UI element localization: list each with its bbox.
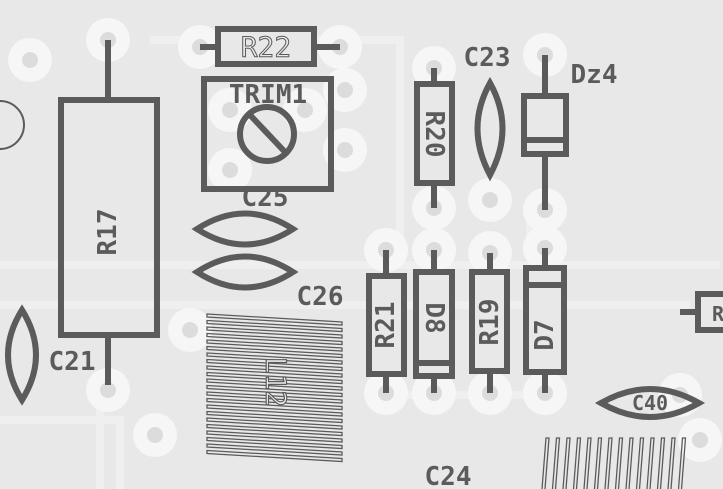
- diode-dz4[interactable]: Dz4: [521, 55, 618, 210]
- coil-winding: [206, 436, 343, 450]
- c21-label: C21: [49, 347, 96, 377]
- d7-label: D7: [530, 319, 560, 350]
- capacitor-c40[interactable]: C40: [594, 386, 706, 420]
- c24-label: C24: [425, 462, 472, 489]
- coil-winding: [206, 365, 343, 378]
- pad-hole: [337, 142, 353, 158]
- coil-winding: [206, 391, 343, 404]
- coil-winding: [562, 437, 571, 489]
- dz4-label: Dz4: [571, 60, 618, 90]
- coil-winding: [206, 345, 343, 359]
- coil-winding: [551, 437, 561, 489]
- coil-winding: [206, 410, 343, 424]
- d8-label: D8: [419, 302, 449, 333]
- coil-winding: [206, 417, 343, 430]
- r21-label: R21: [371, 302, 401, 349]
- coil-winding: [206, 449, 343, 463]
- resistor-r17[interactable]: R17: [58, 40, 160, 385]
- resistor-r22[interactable]: R22: [200, 26, 340, 67]
- c26-label: C26: [297, 282, 344, 312]
- capacitor-c21[interactable]: C21: [5, 304, 96, 406]
- pad-hole: [337, 82, 353, 98]
- coil-winding: [656, 437, 666, 489]
- coil-winding: [206, 378, 343, 391]
- coil-winding: [206, 319, 343, 333]
- inductor-l12[interactable]: L12: [206, 313, 343, 463]
- coil-winding: [206, 326, 343, 339]
- coil-winding: [635, 437, 645, 489]
- coil-winding: [646, 437, 655, 489]
- pad-hole: [692, 432, 708, 448]
- r17-label: R17: [93, 209, 123, 256]
- pad-hole: [100, 382, 116, 398]
- c23-label: C23: [464, 43, 511, 73]
- coil-winding: [206, 404, 343, 417]
- pad-hole: [147, 427, 163, 443]
- coil-winding: [206, 313, 343, 326]
- coil-winding: [206, 443, 343, 456]
- coil-winding: [206, 371, 343, 385]
- coil-winding: [667, 437, 676, 489]
- diode-d7[interactable]: D7: [523, 248, 567, 393]
- resistor-partial-right[interactable]: R1: [680, 291, 723, 333]
- coil-winding: [206, 332, 343, 346]
- trimmer-trim1[interactable]: TRIM1: [201, 76, 334, 192]
- coil-winding: [625, 437, 634, 489]
- coil-winding: [604, 437, 613, 489]
- resistor-r20[interactable]: R20: [414, 68, 455, 208]
- coil-winding: [541, 437, 550, 489]
- coil-winding: [206, 430, 343, 443]
- coil-winding: [206, 339, 343, 352]
- coil-winding: [583, 437, 592, 489]
- resistor-r19[interactable]: R19: [469, 253, 510, 393]
- coil-winding: [206, 384, 343, 398]
- coil-winding: [206, 358, 343, 372]
- pad-hole: [482, 192, 498, 208]
- capacitor-c23[interactable]: C23: [464, 43, 511, 182]
- coil-winding: [206, 423, 343, 437]
- pad-hole: [22, 52, 38, 68]
- coil-winding: [614, 437, 624, 489]
- pad-hole: [222, 102, 238, 118]
- coil-winding: [572, 437, 582, 489]
- coil-winding: [593, 437, 603, 489]
- r19-label: R19: [475, 299, 505, 346]
- diode-d8[interactable]: D8: [413, 250, 455, 393]
- c25-label: C25: [242, 183, 289, 213]
- l12-label: L12: [260, 357, 293, 408]
- r20-label: R20: [419, 111, 449, 158]
- capacitor-c25[interactable]: C25: [191, 183, 299, 248]
- coil-winding: [206, 397, 343, 411]
- pad-hole: [182, 322, 198, 338]
- c40-label: C40: [632, 391, 668, 415]
- pad-hole: [222, 162, 238, 178]
- resistor-r21[interactable]: R21: [366, 250, 407, 393]
- coil-winding: [677, 437, 687, 489]
- partial-resistor-label: R1: [712, 302, 723, 326]
- coil-winding: [206, 352, 343, 365]
- copper-traces: [0, 36, 720, 489]
- inductor-partial-bottom[interactable]: [541, 437, 687, 489]
- capacitor-c26[interactable]: C26: [191, 253, 344, 313]
- partial-component-outline: [0, 100, 25, 150]
- r22-label: R22: [241, 31, 292, 64]
- pad-hole: [297, 102, 313, 118]
